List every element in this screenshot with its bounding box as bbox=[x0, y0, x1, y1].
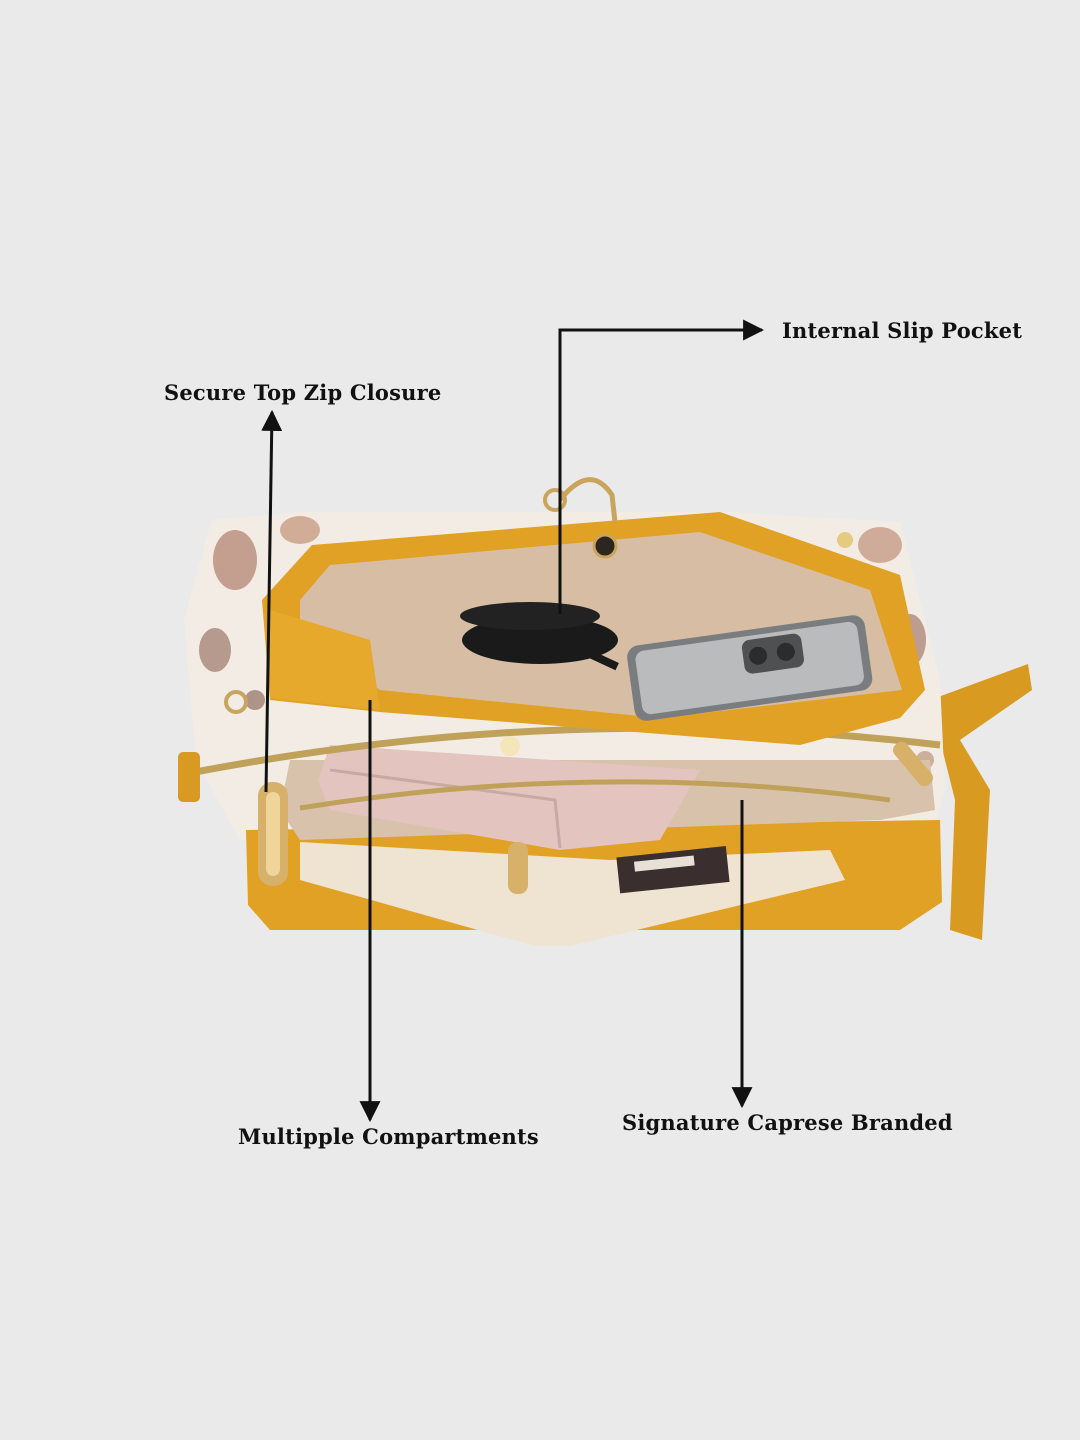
wallet bbox=[318, 745, 700, 850]
arrow-secure-top-zip bbox=[261, 409, 283, 793]
shoulder-strap bbox=[930, 664, 1032, 940]
turn-lock bbox=[592, 533, 618, 559]
zip-puller-middle bbox=[508, 842, 528, 894]
callout-multiple-compartments: Multipple Compartments bbox=[238, 1124, 539, 1149]
chain-ring bbox=[558, 477, 618, 523]
callout-arrows bbox=[261, 319, 765, 1123]
sunglasses bbox=[460, 602, 619, 671]
zip-puller-right bbox=[893, 741, 933, 787]
callout-internal-slip-pocket: Internal Slip Pocket bbox=[782, 318, 1023, 343]
phone bbox=[627, 615, 873, 721]
book-tag bbox=[616, 846, 730, 894]
arrow-internal-slip-pocket bbox=[558, 319, 765, 614]
callout-secure-top-zip: Secure Top Zip Closure bbox=[164, 380, 442, 405]
callout-signature-branded: Signature Caprese Branded bbox=[622, 1110, 953, 1135]
